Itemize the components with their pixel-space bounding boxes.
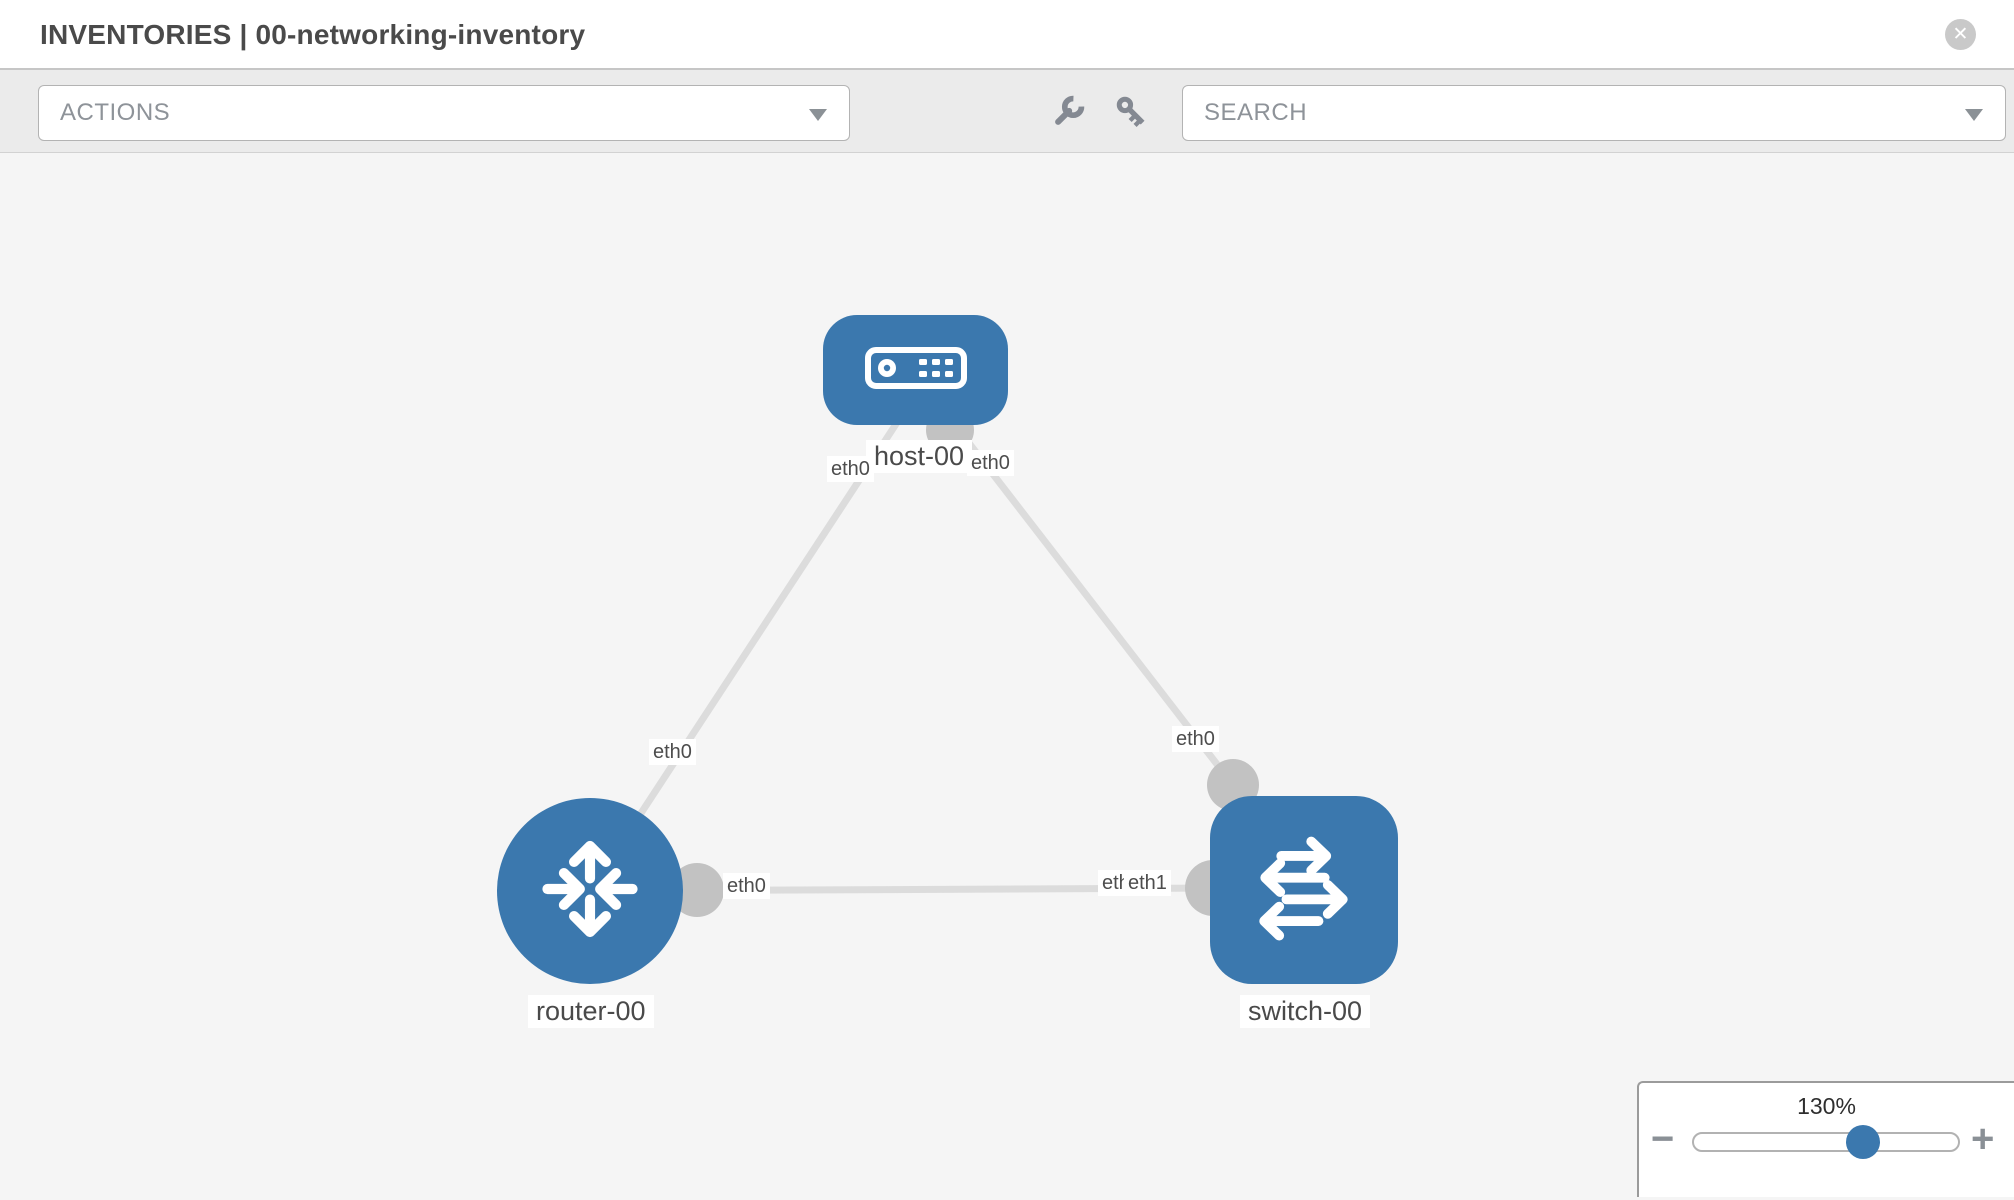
- actions-dropdown[interactable]: ACTIONS: [38, 85, 850, 141]
- key-icon[interactable]: [1112, 92, 1152, 132]
- links-layer: [587, 406, 1259, 917]
- interface-label: eth0: [827, 456, 874, 482]
- host-icon: [864, 346, 968, 395]
- interface-label: eth0: [723, 873, 770, 899]
- link-host-switch[interactable]: [952, 422, 1236, 788]
- node-host-00[interactable]: [823, 315, 1008, 425]
- topology-canvas[interactable]: host-00 router-00 switch-00 eth0 eth0 et…: [0, 153, 2014, 1197]
- search-dropdown[interactable]: SEARCH: [1182, 85, 2006, 141]
- node-label-switch: switch-00: [1240, 995, 1371, 1028]
- toolbar: ACTIONS SEARCH: [0, 70, 2014, 153]
- zoom-control-panel: 130% − +: [1637, 1081, 2014, 1197]
- node-switch-00[interactable]: [1210, 796, 1398, 984]
- router-icon: [532, 831, 648, 952]
- actions-dropdown-label: ACTIONS: [60, 99, 171, 126]
- interface-label: eth0: [649, 739, 696, 765]
- zoom-percentage: 130%: [1797, 1093, 1856, 1119]
- port-router[interactable]: [670, 863, 724, 917]
- chevron-down-icon: [1965, 109, 1983, 121]
- header-bar: INVENTORIES | 00-networking-inventory ✕: [0, 0, 2014, 70]
- zoom-in-button[interactable]: +: [1971, 1117, 1995, 1161]
- wrench-icon[interactable]: [1048, 92, 1088, 132]
- node-router-00[interactable]: [497, 798, 683, 984]
- zoom-slider-knob[interactable]: [1846, 1125, 1880, 1159]
- page-title: INVENTORIES | 00-networking-inventory: [40, 19, 586, 50]
- interface-label: eth0: [967, 450, 1014, 476]
- node-label-router: router-00: [528, 995, 654, 1028]
- search-placeholder: SEARCH: [1204, 99, 1308, 126]
- interface-label: eth1: [1124, 870, 1171, 896]
- node-label-host: host-00: [866, 440, 973, 473]
- zoom-out-button[interactable]: −: [1651, 1117, 1675, 1161]
- close-glyph: ✕: [1952, 24, 1969, 45]
- close-icon[interactable]: ✕: [1945, 19, 1976, 50]
- chevron-down-icon: [809, 109, 827, 121]
- interface-label: eth0: [1172, 726, 1219, 752]
- zoom-slider-track[interactable]: [1692, 1132, 1960, 1152]
- switch-icon: [1242, 826, 1366, 955]
